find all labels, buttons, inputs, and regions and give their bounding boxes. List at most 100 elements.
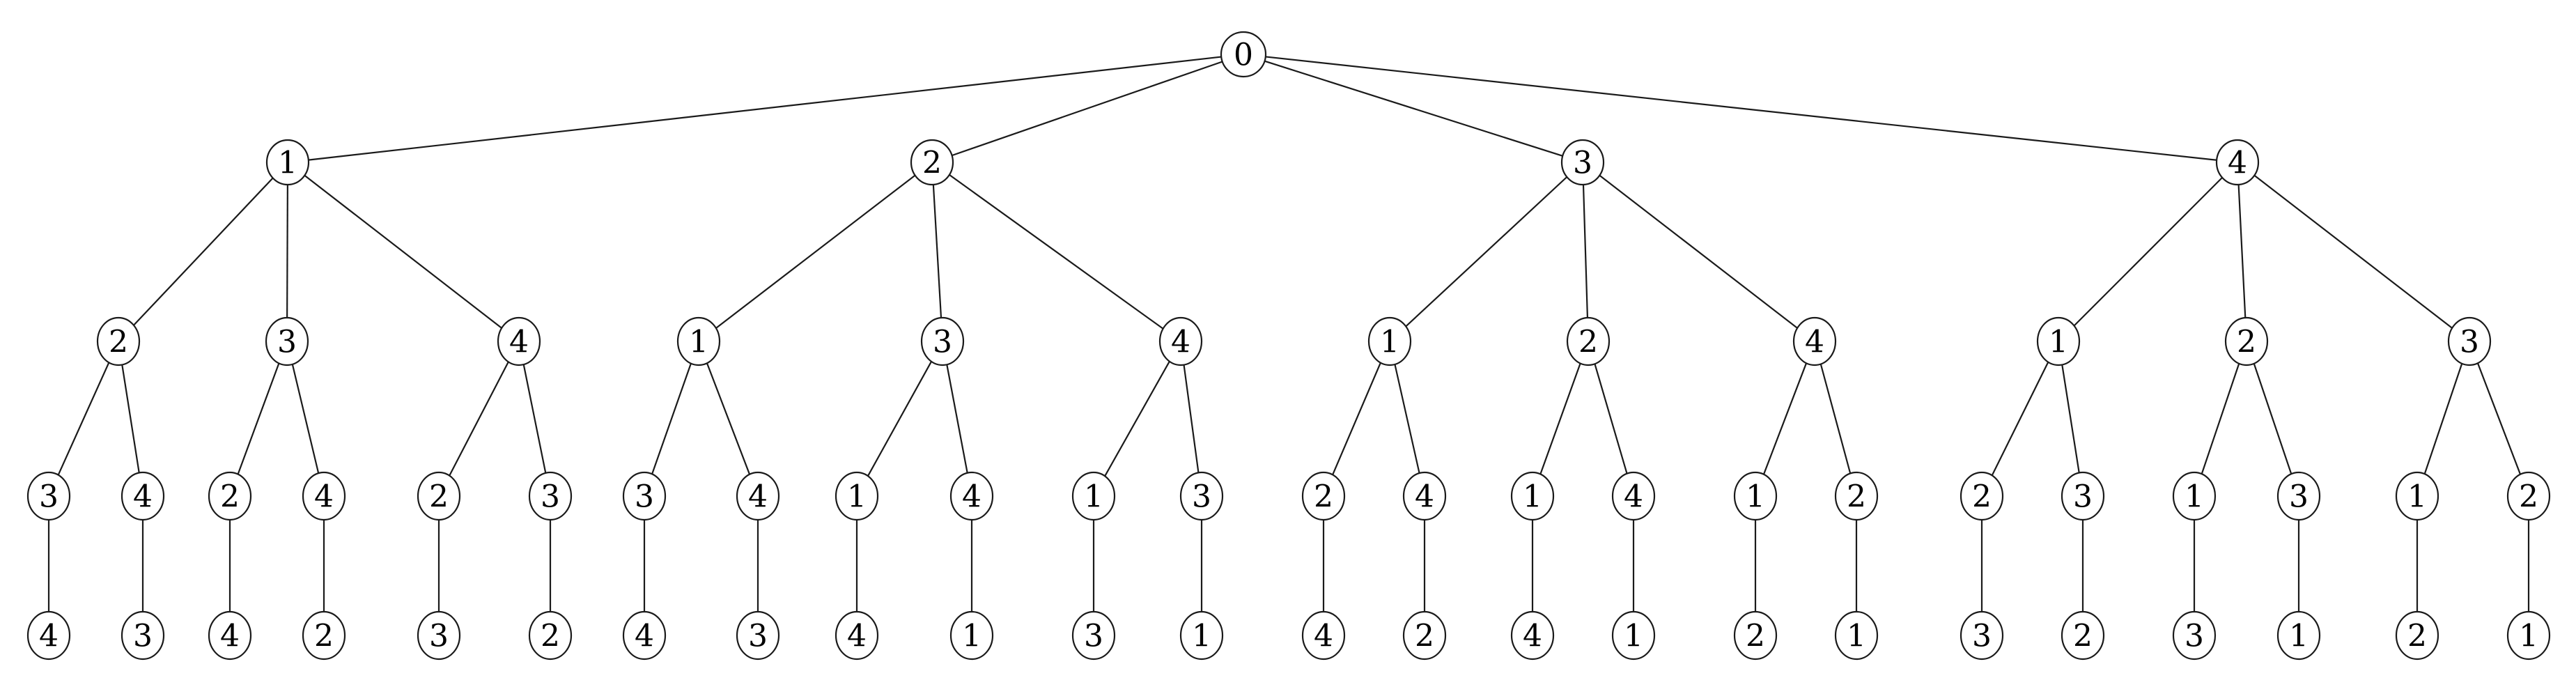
tree-node[interactable]: 3 [1560,139,1605,186]
tree-node[interactable]: 2 [2395,610,2439,661]
tree-node[interactable]: 3 [736,610,780,661]
tree-node[interactable]: 4 [1792,316,1837,366]
tree-node[interactable]: 3 [2447,316,2492,366]
tree-node[interactable]: 2 [208,471,252,521]
tree-node[interactable]: 4 [622,610,667,661]
node-label: 4 [1624,479,1643,515]
tree-node[interactable]: 4 [835,610,879,661]
tree-node[interactable]: 1 [2172,471,2217,521]
node-label: 1 [1624,619,1643,654]
tree-node[interactable]: 1 [2506,610,2551,661]
tree-edge [2061,364,2080,473]
tree-node[interactable]: 1 [2395,471,2439,521]
tree-edge [449,361,509,477]
node-ellipse [1733,471,1778,521]
tree-node[interactable]: 1 [1071,471,1116,521]
node-label: 2 [2407,619,2427,654]
tree-node[interactable]: 2 [2506,471,2551,521]
tree-node[interactable]: 4 [1611,471,1656,521]
node-label: 1 [962,619,981,654]
tree-node[interactable]: 2 [96,316,141,366]
tree-node[interactable]: 3 [920,316,965,366]
tree-node[interactable]: 3 [417,610,461,661]
tree-node[interactable]: 1 [1367,316,1412,366]
tree-node[interactable]: 4 [497,316,541,366]
tree-node[interactable]: 2 [417,471,461,521]
node-label: 4 [509,325,529,360]
tree-node[interactable]: 4 [208,610,252,661]
tree-node[interactable]: 2 [2061,610,2105,661]
node-ellipse [920,316,965,366]
tree-node[interactable]: 2 [910,139,954,186]
tree-node[interactable]: 1 [1611,610,1656,661]
tree-node[interactable]: 3 [2276,471,2321,521]
node-label: 4 [314,479,334,515]
tree-node[interactable]: 4 [736,471,780,521]
node-label: 4 [962,479,981,515]
node-label: 3 [2185,619,2204,654]
tree-node[interactable]: 0 [1220,31,1267,78]
tree-node[interactable]: 1 [949,610,994,661]
tree-node[interactable]: 1 [835,471,879,521]
tree-node[interactable]: 3 [2172,610,2217,661]
node-label: 4 [1415,479,1434,515]
tree-node[interactable]: 3 [265,316,309,366]
node-label: 1 [1084,479,1103,515]
tree-node[interactable]: 1 [1179,610,1224,661]
tree-node[interactable]: 4 [2215,139,2260,186]
node-label: 1 [1192,619,1211,654]
tree-node[interactable]: 2 [528,610,573,661]
tree-edge [1394,364,1420,474]
tree-node[interactable]: 4 [1158,316,1203,366]
tree-node[interactable]: 3 [1071,610,1116,661]
tree-node[interactable]: 4 [26,610,71,661]
tree-node[interactable]: 2 [2224,316,2269,366]
tree-node[interactable]: 1 [676,316,721,366]
tree-node[interactable]: 1 [2276,610,2321,661]
node-ellipse [2276,610,2321,661]
node-ellipse [622,471,667,521]
tree-node[interactable]: 3 [528,471,573,521]
tree-node[interactable]: 2 [1733,610,1778,661]
node-label: 4 [635,619,654,654]
tree-node[interactable]: 1 [265,139,310,186]
node-ellipse [96,316,141,366]
tree-edge [2201,363,2240,474]
tree-node[interactable]: 3 [121,610,165,661]
tree-node[interactable]: 3 [1960,610,2004,661]
node-label: 3 [1192,479,1211,515]
node-ellipse [1834,471,1879,521]
node-ellipse [2506,610,2551,661]
tree-node[interactable]: 1 [1834,610,1879,661]
tree-node[interactable]: 4 [1510,610,1555,661]
tree-node[interactable]: 4 [121,471,165,521]
tree-node[interactable]: 4 [302,471,346,521]
node-ellipse [2172,471,2217,521]
tree-node[interactable]: 2 [1834,471,1879,521]
tree-node[interactable]: 3 [1179,471,1224,521]
node-label: 2 [541,619,560,654]
tree-node[interactable]: 1 [1733,471,1778,521]
node-label: 2 [429,479,449,515]
node-ellipse [1960,610,2004,661]
tree-node[interactable]: 1 [1510,471,1555,521]
tree-node[interactable]: 2 [1301,471,1346,521]
tree-node[interactable]: 2 [1402,610,1447,661]
tree-node[interactable]: 2 [1960,471,2004,521]
tree-node[interactable]: 3 [2061,471,2105,521]
tree-node[interactable]: 3 [26,471,71,521]
tree-node[interactable]: 4 [1402,471,1447,521]
tree-node[interactable]: 1 [2036,316,2081,366]
node-label: 3 [2460,325,2479,360]
node-label: 4 [1171,325,1190,360]
tree-node[interactable]: 2 [1566,316,1611,366]
tree-node[interactable]: 4 [949,471,994,521]
node-label: 4 [39,619,59,654]
node-ellipse [622,610,667,661]
tree-node[interactable]: 3 [622,471,667,521]
tree-node[interactable]: 4 [1301,610,1346,661]
node-ellipse [1179,610,1224,661]
tree-edge [291,364,320,474]
tree-node[interactable]: 2 [302,610,346,661]
